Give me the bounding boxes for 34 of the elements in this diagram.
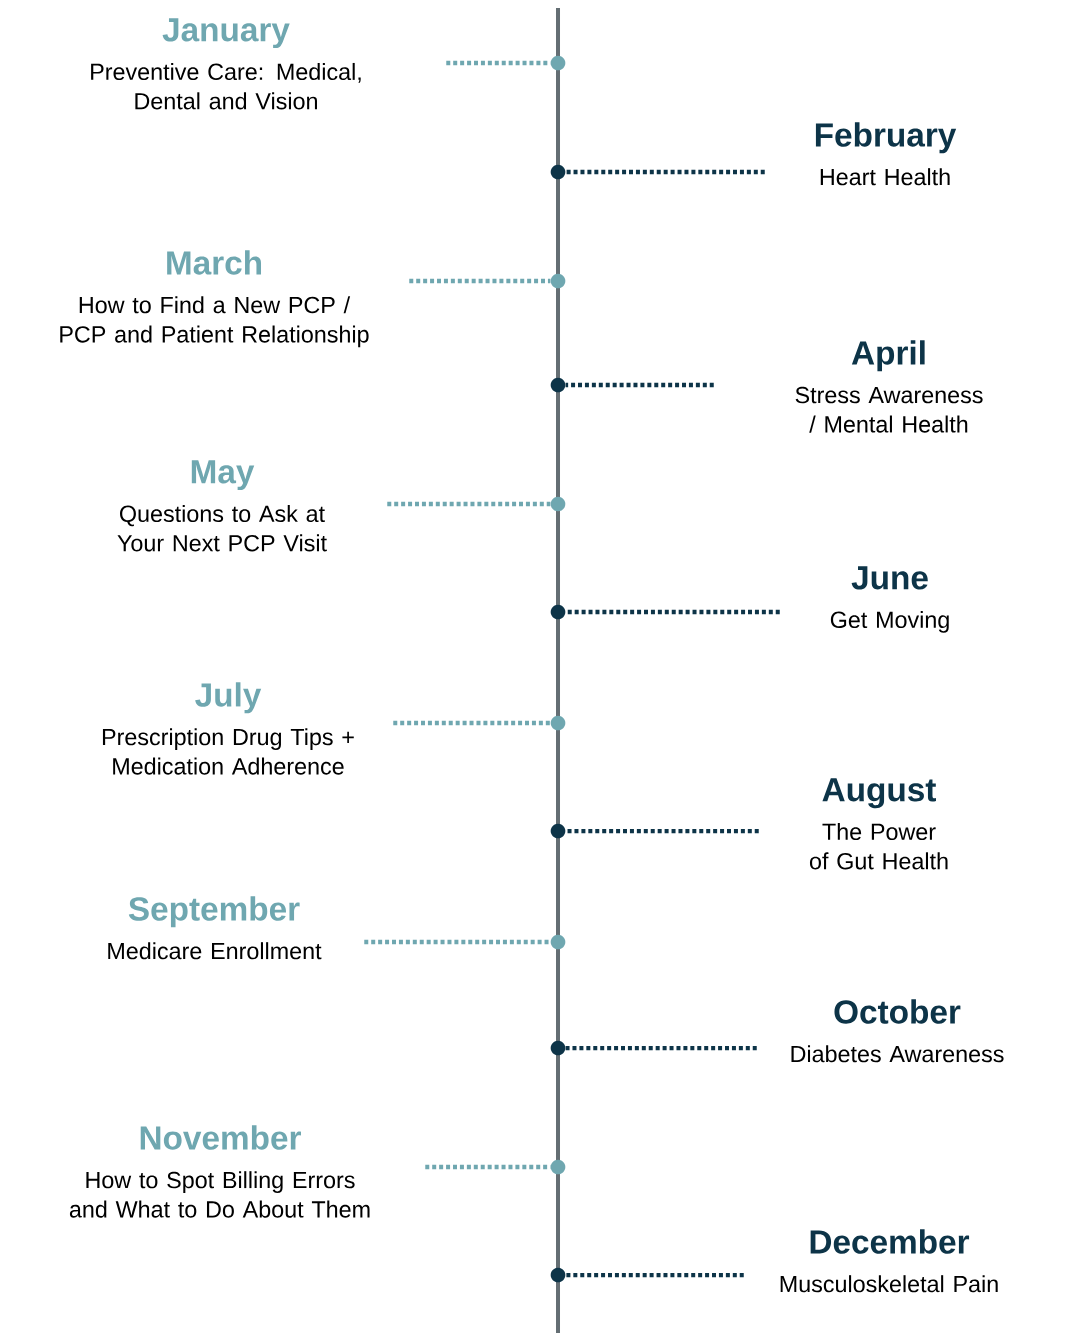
month-entry: September Medicare Enrollment: [108, 896, 322, 960]
month-entry: January Preventive Care: Medical, Dental and Vision: [91, 18, 361, 110]
dotted-connector: [393, 720, 551, 726]
dotted-connector: [565, 1045, 757, 1051]
month-entry: March How to Find a New PCP / PCP and Patient Relationship: [60, 250, 369, 348]
month-entry: June Get Moving: [830, 566, 949, 633]
month-entry: July Prescription Drug Tips + Medication Adherence: [102, 682, 354, 775]
timeline-dot: [550, 1159, 566, 1175]
timeline-dot: [550, 273, 566, 289]
month-entry: August The Power of Gut Health: [809, 778, 948, 870]
month-entry: November How to Spot Billing Errors and What to Do About Them: [69, 1125, 370, 1218]
dotted-connector: [409, 278, 551, 284]
timeline-dot: [550, 715, 566, 731]
timeline-dot: [550, 604, 566, 620]
dotted-connector: [565, 169, 765, 175]
month-entry: December Musculoskeletal Pain: [780, 1229, 998, 1293]
timeline-dot: [550, 55, 566, 71]
timeline-dot: [550, 164, 566, 180]
dotted-connector: [565, 609, 780, 615]
timeline-dot: [550, 1040, 566, 1056]
month-entry: February Heart Health: [815, 122, 957, 186]
month-entry: April Stress Awareness / Mental Health: [795, 340, 983, 433]
dotted-connector: [565, 828, 759, 834]
dotted-connector: [364, 939, 551, 945]
timeline-dot: [550, 823, 566, 839]
month-entry: October Diabetes Awareness: [791, 999, 1004, 1063]
dotted-connector: [565, 1272, 744, 1278]
timeline-dot: [550, 934, 566, 950]
timeline-dot: [550, 377, 566, 393]
timeline-dot: [550, 1267, 566, 1283]
timeline-dot: [550, 496, 566, 512]
month-entry: May Questions to Ask at Your Next PCP Visit: [117, 460, 327, 552]
dotted-connector: [565, 382, 714, 388]
dotted-connector: [387, 501, 551, 507]
